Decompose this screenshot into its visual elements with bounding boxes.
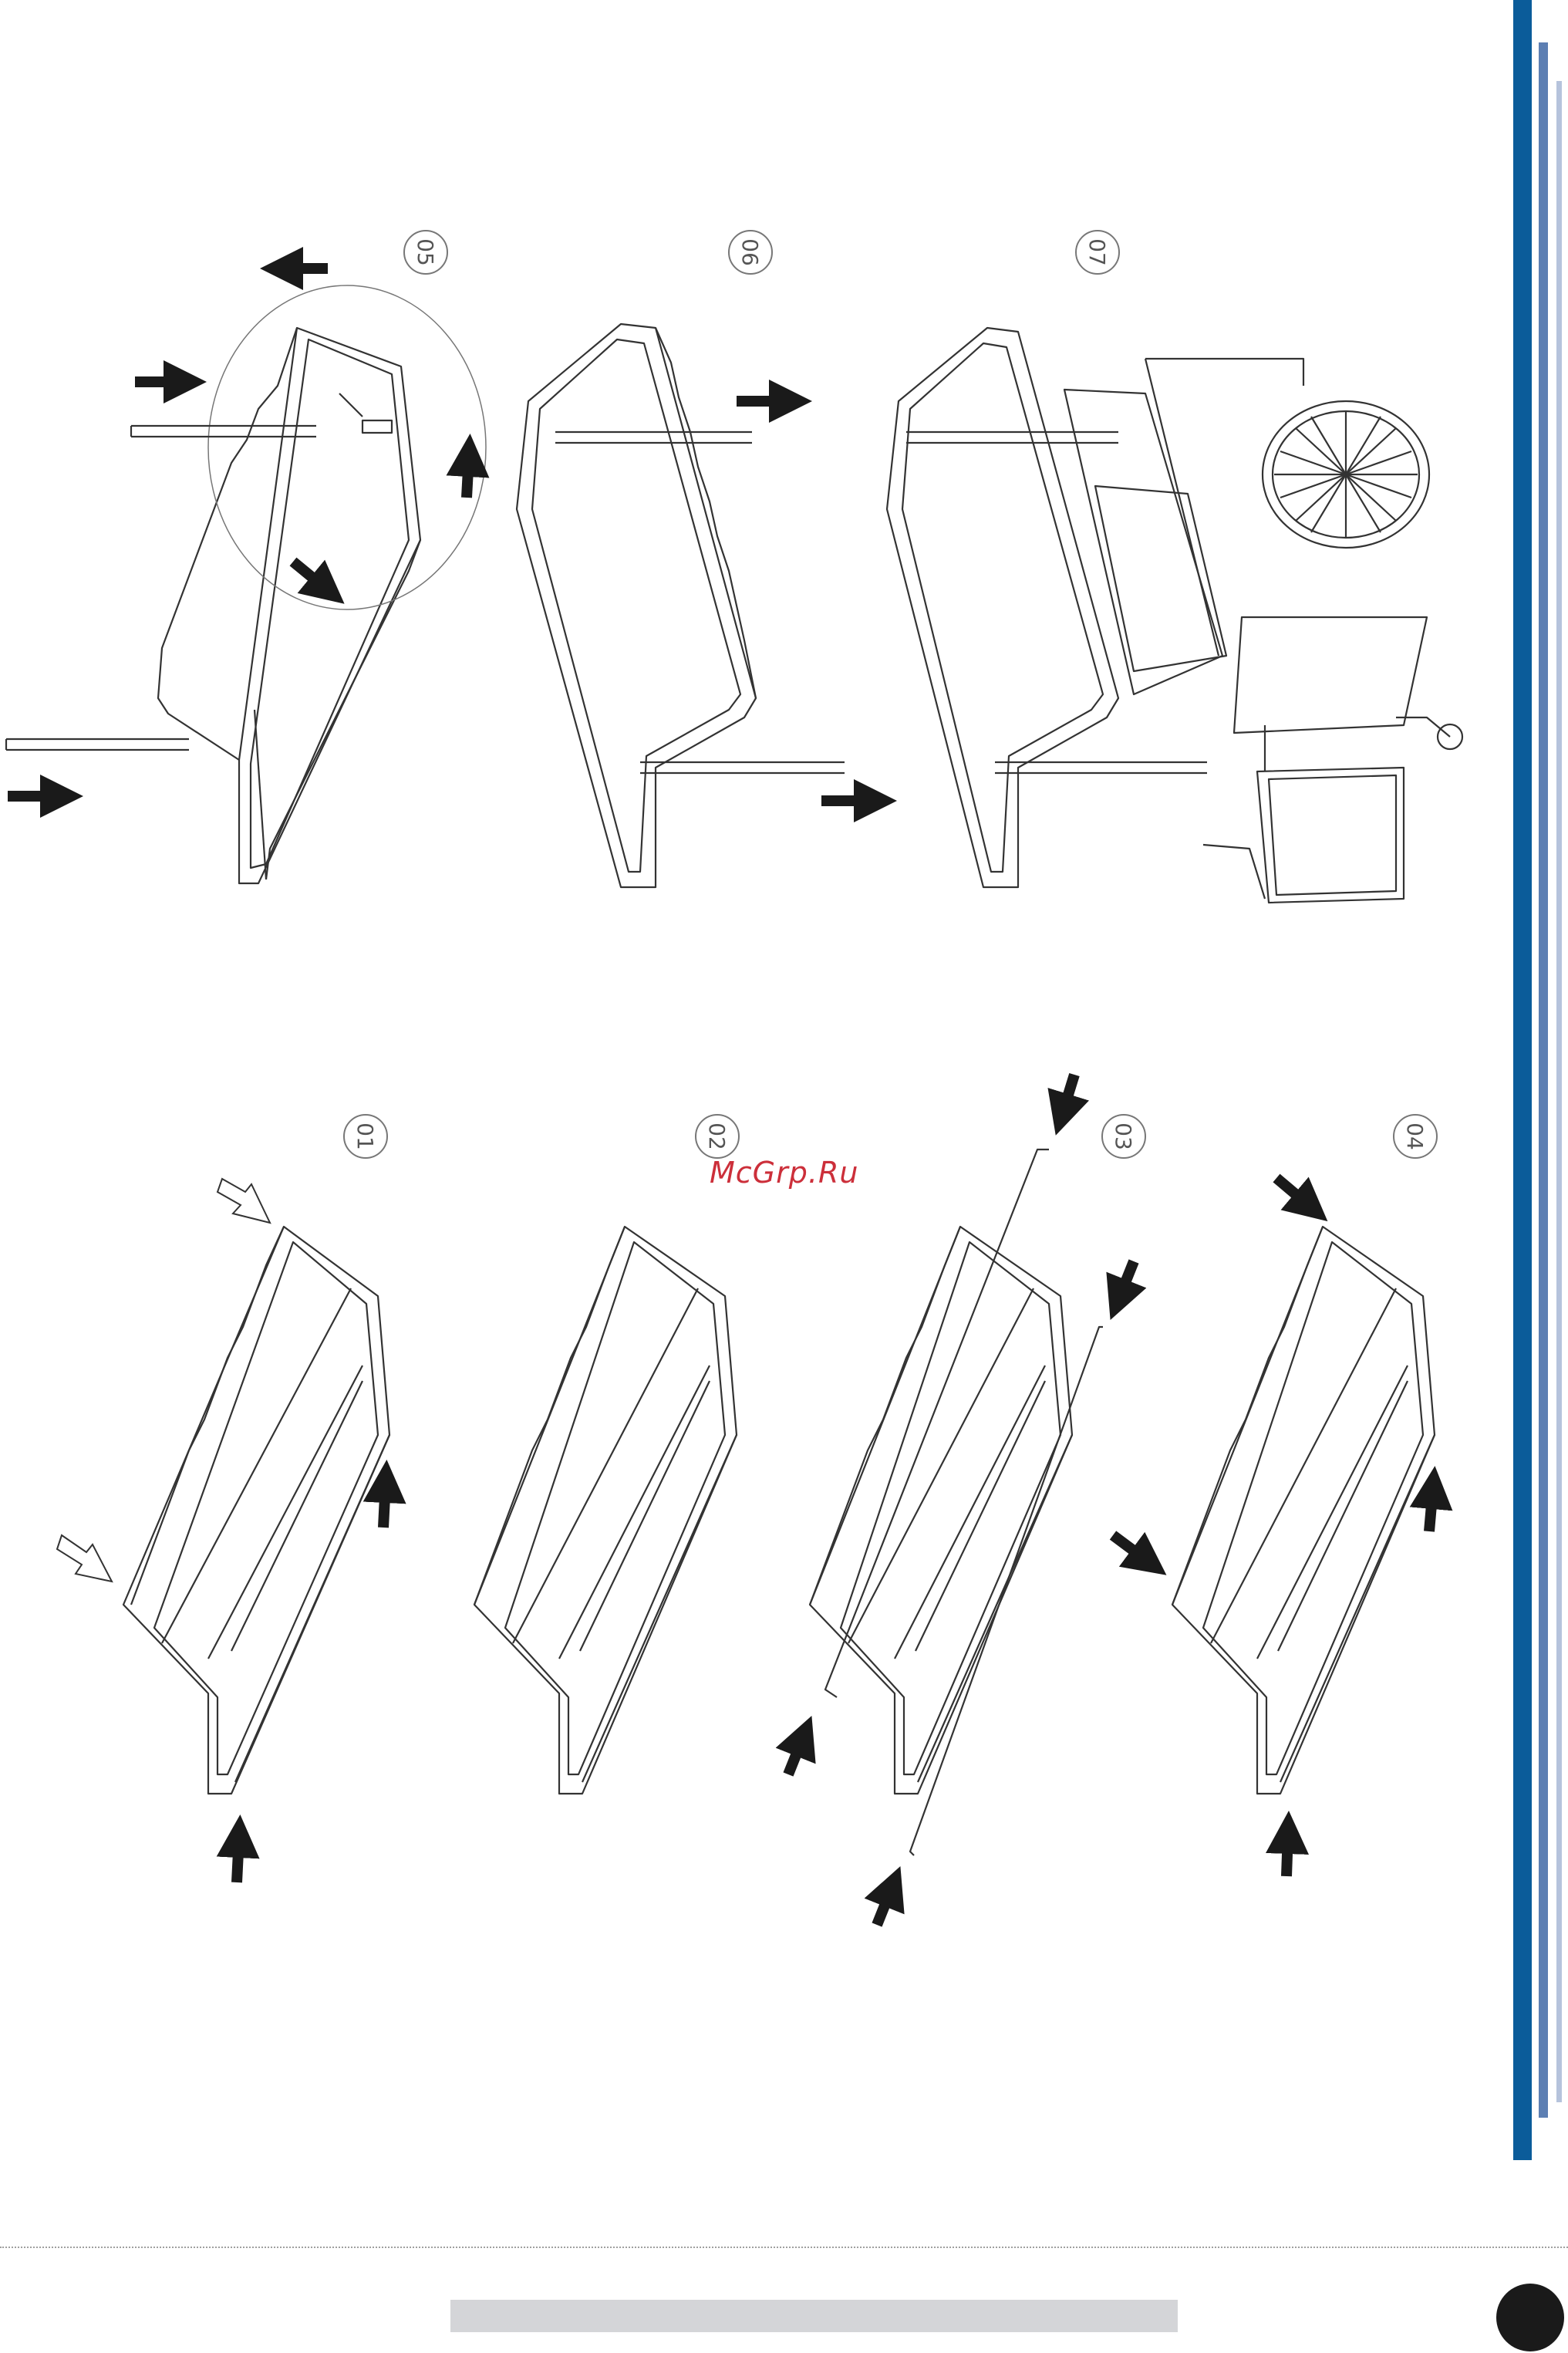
arrow-03-b	[1118, 1261, 1134, 1300]
arrow-03-d	[877, 1886, 892, 1925]
cart-body-07	[1064, 359, 1462, 903]
footer-dotted-rule	[0, 2247, 1568, 2248]
rod-upper-05	[131, 426, 316, 437]
arrow-03-a	[1062, 1075, 1074, 1115]
frame-step-06	[517, 324, 845, 887]
arrow-05-c	[467, 455, 469, 498]
wheel-07	[1263, 401, 1429, 548]
rod-lower-05	[6, 739, 189, 750]
bolt-05	[362, 420, 392, 433]
arrow-04-d	[1286, 1832, 1288, 1876]
frame-step-01	[123, 1227, 389, 1794]
arrow-01-b	[237, 1836, 239, 1882]
arrow-04-b	[1113, 1535, 1149, 1562]
frame-step-02	[474, 1227, 737, 1794]
footer-grey-box	[450, 2300, 1178, 2332]
arrow-04-a	[1276, 1178, 1311, 1207]
arrow-05-d	[293, 562, 328, 590]
outline-arrows-01	[57, 1179, 270, 1582]
frame-step-04	[1172, 1227, 1435, 1794]
arrow-01-a	[383, 1481, 386, 1528]
page-number-dot	[1496, 2284, 1564, 2351]
arrow-03-c	[788, 1736, 804, 1774]
frame-step-05	[158, 328, 420, 883]
arrow-04-c	[1429, 1487, 1433, 1531]
zoom-circle-05	[208, 285, 486, 609]
rod-short-03	[910, 1327, 1103, 1855]
